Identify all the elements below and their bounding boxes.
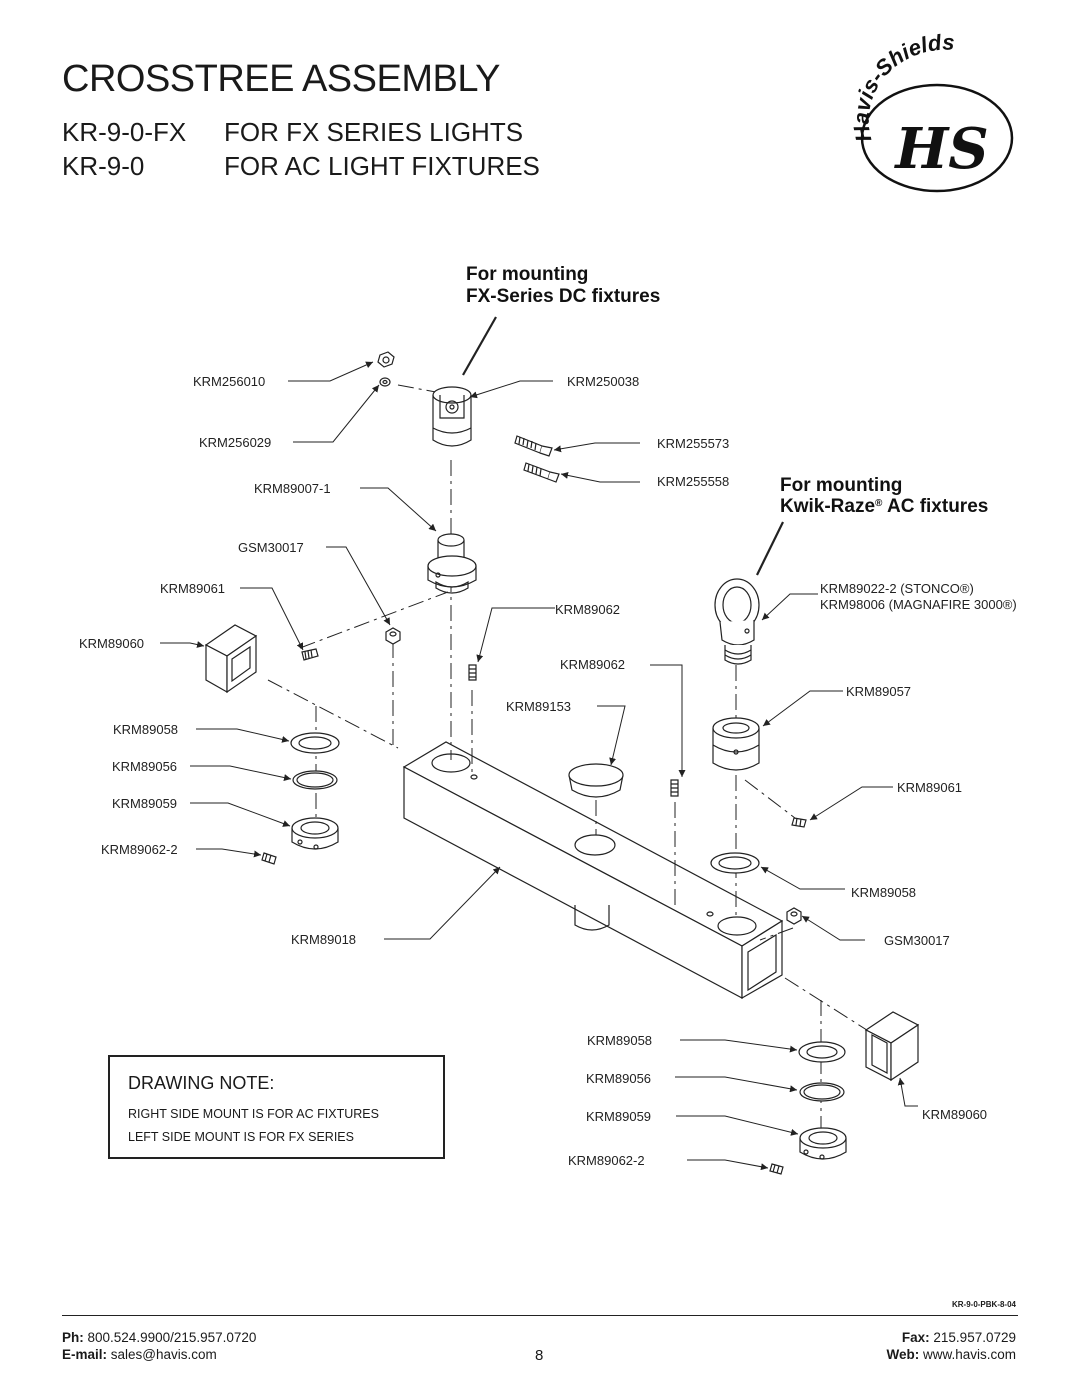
footer-fax: Fax: 215.957.0729 bbox=[901, 1330, 1016, 1345]
part-label: KRM89018 bbox=[291, 932, 356, 947]
footer-divider bbox=[62, 1315, 1018, 1316]
part-label: KRM89062-2 bbox=[568, 1153, 645, 1168]
part-label: KRM89060 bbox=[79, 636, 144, 651]
ac-callout-line2: Kwik-Raze® AC fixtures bbox=[780, 496, 988, 517]
part-label: GSM30017 bbox=[884, 933, 950, 948]
callout-pointers bbox=[462, 316, 784, 576]
gsm30017-nut-left bbox=[385, 627, 401, 645]
krm89062-setscrew-center bbox=[468, 664, 477, 681]
subtitle-ac: KR-9-0 FOR AC LIGHT FIXTURES bbox=[62, 151, 540, 182]
model-number: KR-9-0 bbox=[62, 151, 145, 181]
part-label: KRM255558 bbox=[657, 474, 729, 489]
fx-callout-line1: For mounting bbox=[466, 264, 588, 285]
model-number: KR-9-0-FX bbox=[62, 117, 187, 147]
krm89022-2-clamp bbox=[714, 578, 760, 665]
krm89060-end-cap-right bbox=[864, 1011, 920, 1082]
leader-lines bbox=[160, 361, 918, 1171]
part-label: KRM98006 (MAGNAFIRE 3000®) bbox=[820, 597, 1017, 612]
part-label: KRM89153 bbox=[506, 699, 571, 714]
ac-callout-line1: For mounting bbox=[780, 475, 902, 496]
part-label: KRM89061 bbox=[160, 581, 225, 596]
part-label: KRM250038 bbox=[567, 374, 639, 389]
krm255558-bolt bbox=[523, 462, 560, 483]
part-label: KRM89062 bbox=[555, 602, 620, 617]
web-link[interactable]: www.havis.com bbox=[922, 1347, 1016, 1362]
footer-phone: Ph: 800.524.9900/215.957.0720 bbox=[62, 1330, 257, 1345]
gsm30017-nut-right bbox=[786, 907, 802, 925]
logo-monogram: HS bbox=[893, 116, 988, 182]
part-label: KRM89058 bbox=[851, 885, 916, 900]
part-label: KRM89059 bbox=[586, 1109, 651, 1124]
krm89056-ring-left bbox=[292, 770, 338, 790]
krm89061-setscrew-left bbox=[301, 648, 319, 661]
part-label: KRM89058 bbox=[587, 1033, 652, 1048]
krm89062-2-setscrew-left bbox=[261, 852, 277, 865]
krm89056-ring-bottom bbox=[799, 1082, 845, 1102]
subtitle-fx: KR-9-0-FX FOR FX SERIES LIGHTS bbox=[62, 117, 523, 148]
krm89062-setscrew-right bbox=[670, 779, 679, 797]
krm89153-plug bbox=[568, 763, 624, 798]
part-label: KRM89060 bbox=[922, 1107, 987, 1122]
crossbar-tube bbox=[402, 741, 784, 1000]
part-label: KRM89057 bbox=[846, 684, 911, 699]
havis-shields-logo: Havis-Shields HS bbox=[849, 30, 1014, 193]
part-label: KRM89058 bbox=[113, 722, 178, 737]
part-label: KRM89007-1 bbox=[254, 481, 331, 496]
krm255573-bolt bbox=[514, 435, 553, 457]
krm89007-1-adapter bbox=[427, 533, 477, 594]
krm89057-bushing bbox=[712, 717, 760, 771]
krm89058-ring-right bbox=[710, 852, 760, 874]
krm89058-ring-left bbox=[290, 732, 340, 754]
krm89058-ring-bottom bbox=[798, 1041, 846, 1063]
footer-email: E-mail: sales@havis.com bbox=[62, 1347, 217, 1362]
part-labels: KRM256010 KRM256029 KRM89007-1 GSM30017 … bbox=[79, 374, 1017, 1168]
part-label: KRM89022-2 (STONCO®) bbox=[820, 581, 974, 596]
part-label: KRM89061 bbox=[897, 780, 962, 795]
page-title: CROSSTREE ASSEMBLY bbox=[62, 58, 500, 100]
part-label: KRM89056 bbox=[586, 1071, 651, 1086]
krm256010-nut bbox=[377, 351, 395, 368]
krm89060-end-cap-left bbox=[204, 624, 258, 694]
footer-web: Web: www.havis.com bbox=[886, 1347, 1016, 1362]
krm89059-collar-left bbox=[291, 817, 339, 850]
drawing-note-line: LEFT SIDE MOUNT IS FOR FX SERIES bbox=[128, 1130, 354, 1144]
krm256029-washer bbox=[379, 377, 391, 387]
fx-callout-line2: FX-Series DC fixtures bbox=[466, 286, 660, 307]
drawing-note-title: DRAWING NOTE: bbox=[128, 1073, 275, 1093]
part-label: KRM89062 bbox=[560, 657, 625, 672]
part-label: KRM89056 bbox=[112, 759, 177, 774]
krm89062-2-setscrew-bottom bbox=[769, 1163, 784, 1175]
drawing-note: DRAWING NOTE: RIGHT SIDE MOUNT IS FOR AC… bbox=[108, 1055, 445, 1159]
fx-clevis-bracket bbox=[432, 386, 472, 447]
model-description: FOR AC LIGHT FIXTURES bbox=[224, 151, 540, 181]
part-label: KRM89062-2 bbox=[101, 842, 178, 857]
part-label: KRM256029 bbox=[199, 435, 271, 450]
model-description: FOR FX SERIES LIGHTS bbox=[224, 117, 524, 147]
krm89059-collar-bottom bbox=[799, 1127, 847, 1160]
part-label: KRM89059 bbox=[112, 796, 177, 811]
document-code: KR-9-0-PBK-8-04 bbox=[951, 1300, 1016, 1309]
krm89061-setscrew-right bbox=[791, 817, 807, 828]
part-label: KRM255573 bbox=[657, 436, 729, 451]
part-label: KRM256010 bbox=[193, 374, 265, 389]
part-label: GSM30017 bbox=[238, 540, 304, 555]
email-link[interactable]: sales@havis.com bbox=[110, 1347, 217, 1362]
page-number: 8 bbox=[535, 1347, 544, 1364]
drawing-note-line: RIGHT SIDE MOUNT IS FOR AC FIXTURES bbox=[128, 1107, 379, 1121]
